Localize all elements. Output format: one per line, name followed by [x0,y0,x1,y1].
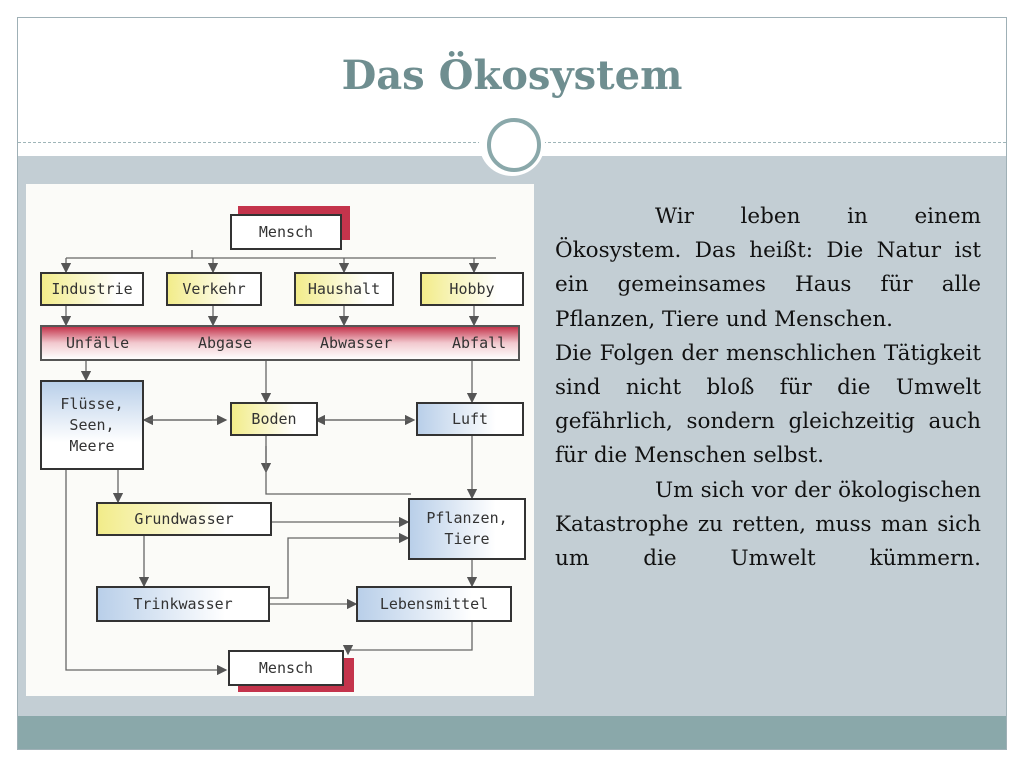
divider-ring-icon [487,118,541,172]
haushalt-box: Haushalt [294,272,394,306]
grundwasser-box: Grundwasser [96,502,272,536]
luft-box: Luft [416,402,524,436]
mensch-top-box: Mensch [230,214,342,250]
slide-frame [17,17,1007,750]
ecosystem-diagram: Mensch Industrie Verkehr Haushalt Hobby … [26,184,534,696]
verkehr-box: Verkehr [166,272,262,306]
paragraph-1: Wir leben in einem Ökosystem. Das heißt:… [555,204,981,332]
trinkwasser-box: Trinkwasser [96,586,270,622]
slide-title: Das Ökosystem [341,52,683,99]
fluesse-box: Flüsse, Seen, Meere [40,380,144,470]
paragraph-3: Um sich vor der ökologischen Katastrophe… [555,477,981,572]
pflanzen-box: Pflanzen, Tiere [408,498,526,560]
abwasser-label: Abwasser [320,334,393,352]
slide-text: Wir leben in einem Ökosystem. Das heißt:… [555,200,981,576]
abgase-label: Abgase [198,334,253,352]
footer-band [18,716,1006,749]
lebensmittel-box: Lebensmittel [356,586,512,622]
boden-box: Boden [230,402,318,436]
pollution-band [40,325,520,361]
diagram-connectors [60,250,496,676]
industrie-box: Industrie [40,272,144,306]
unfaelle-label: Unfälle [66,334,130,352]
paragraph-2: Die Folgen der menschlichen Tätigkeit si… [555,340,981,469]
mensch-bottom-box: Mensch [228,650,344,686]
abfall-label: Abfall [452,334,507,352]
hobby-box: Hobby [420,272,524,306]
